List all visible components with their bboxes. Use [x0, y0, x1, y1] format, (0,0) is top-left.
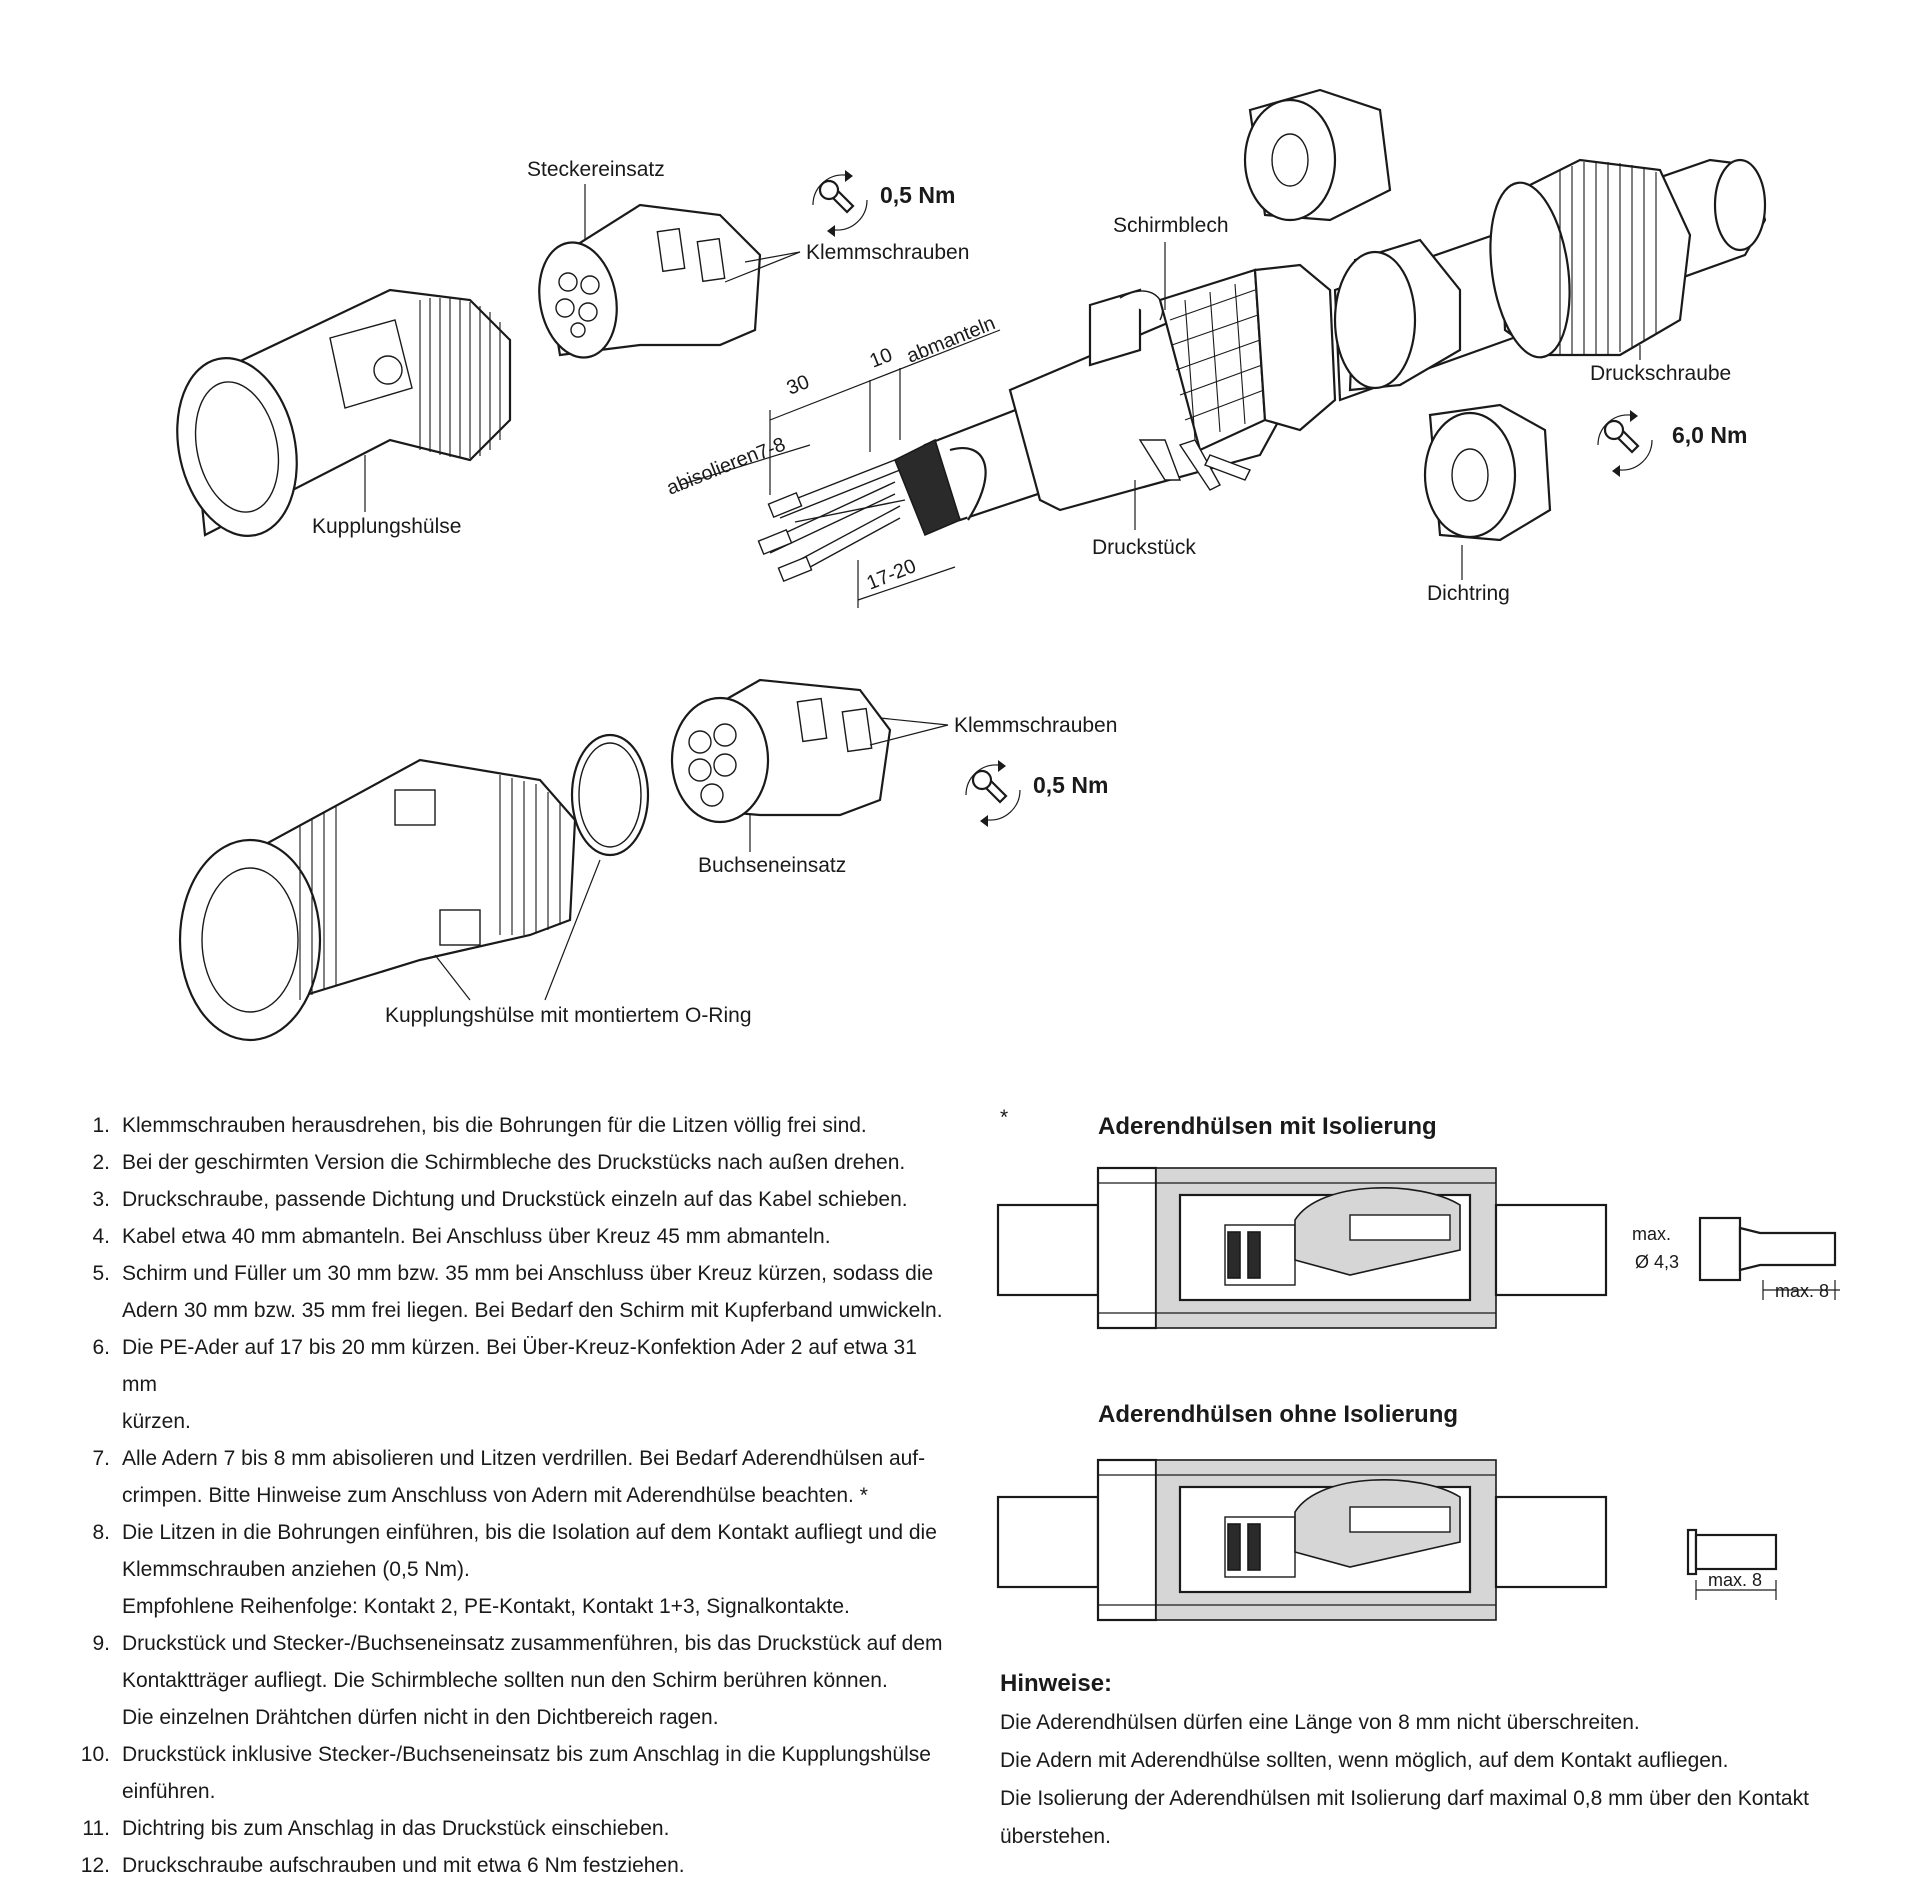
step-number: 12. [80, 1854, 110, 1877]
label-max: max. [1632, 1224, 1671, 1244]
title-aderendhuelsen-mit: Aderendhülsen mit Isolierung [1098, 1113, 1437, 1140]
step-text: Die PE-Ader auf 17 bis 20 mm kürzen. Bei… [122, 1336, 917, 1396]
cross-section-ohne-isolierung [996, 1458, 1608, 1622]
cross-section-mit-isolierung [996, 1166, 1608, 1330]
label-schirmblech: Schirmblech [1113, 214, 1229, 237]
step-number: 7. [92, 1447, 110, 1470]
step-text: Druckschraube, passende Dichtung und Dru… [122, 1188, 908, 1211]
label-max8-mit: max. 8 [1775, 1281, 1829, 1301]
ferrule-uninsulated-icon [1686, 1528, 1778, 1600]
ferrule-insulated-icon [1698, 1216, 1840, 1300]
instruction-step: 5. Schirm und Füller um 30 mm bzw. 35 mm … [70, 1255, 950, 1329]
step-text: Adern 30 mm bzw. 35 mm frei liegen. Bei … [122, 1299, 943, 1322]
label-klemmschrauben-bottom: Klemmschrauben [954, 714, 1117, 737]
wrench-torque-icon [1597, 410, 1653, 477]
label-max8-ohne: max. 8 [1708, 1570, 1762, 1590]
label-klemmschrauben-top: Klemmschrauben [806, 241, 969, 264]
step-number: 2. [92, 1151, 110, 1174]
sleeve-knurl [299, 775, 561, 1000]
plug-insert [538, 203, 762, 359]
instruction-step: 6. Die PE-Ader auf 17 bis 20 mm kürzen. B… [70, 1329, 950, 1440]
screw-knurl [1559, 162, 1657, 356]
step-number: 10. [80, 1743, 110, 1766]
instruction-step: 7. Alle Adern 7 bis 8 mm abisolieren und … [70, 1440, 950, 1514]
instruction-step: 8. Die Litzen in die Bohrungen einführen,… [70, 1514, 950, 1625]
torque-value-druckschraube: 6,0 Nm [1672, 422, 1747, 448]
step-number: 8. [92, 1521, 110, 1544]
step-text: Die Litzen in die Bohrungen einführen, b… [122, 1521, 937, 1544]
torque-value-top: 0,5 Nm [880, 182, 955, 208]
dim-abmanteln: abmanteln [904, 312, 999, 367]
instruction-step: 1. Klemmschrauben herausdrehen, bis die B… [70, 1107, 950, 1144]
pressure-screw [1489, 158, 1692, 359]
torque-value-bottom: 0,5 Nm [1033, 772, 1108, 798]
step-text: Druckschraube aufschrauben und mit etwa … [122, 1854, 685, 1877]
step-number: 5. [92, 1262, 110, 1285]
step-number: 3. [92, 1188, 110, 1211]
step-text: Die einzelnen Drähtchen dürfen nicht in … [122, 1706, 719, 1729]
notes-line: Die Isolierung der Aderendhülsen mit Iso… [1000, 1787, 1809, 1848]
title-aderendhuelsen-ohne: Aderendhülsen ohne Isolierung [1098, 1401, 1458, 1428]
step-text: Empfohlene Reihenfolge: Kontakt 2, PE-Ko… [122, 1595, 850, 1618]
seal-ring-bottom [1423, 403, 1552, 542]
footnote-star: * [1000, 1106, 1009, 1129]
step-text: Druckstück und Stecker-/Buchseneinsatz z… [122, 1632, 943, 1655]
cable-seal [1333, 238, 1462, 392]
step-text: Druckstück inklusive Stecker-/Buchsenein… [122, 1743, 931, 1803]
dim-30: 30 [784, 371, 813, 400]
o-ring [570, 733, 650, 857]
instruction-step: 4. Kabel etwa 40 mm abmanteln. Bei Anschl… [70, 1218, 950, 1255]
step-text: Dichtring bis zum Anschlag in das Drucks… [122, 1817, 670, 1840]
pressure-piece [1008, 263, 1337, 512]
sleeve-thread [419, 298, 501, 458]
dim-abisolieren: abisolieren [664, 443, 762, 500]
seal-ring-top [1243, 88, 1392, 222]
step-text: Klemmschrauben herausdrehen, bis die Boh… [122, 1114, 867, 1137]
instruction-step: 11. Dichtring bis zum Anschlag in das Dru… [70, 1810, 950, 1847]
label-diameter: Ø 4,3 [1635, 1252, 1679, 1272]
instruction-step: 2. Bei der geschirmten Version die Schirm… [70, 1144, 950, 1181]
shield-mesh [1169, 283, 1265, 441]
step-text: Kabel etwa 40 mm abmanteln. Bei Anschlus… [122, 1225, 831, 1248]
step-number: 4. [92, 1225, 110, 1248]
strip-dimensions [679, 329, 1001, 608]
label-buchseneinsatz: Buchseneinsatz [698, 854, 846, 877]
step-text: Schirm und Füller um 30 mm bzw. 35 mm be… [122, 1262, 934, 1285]
label-steckereinsatz: Steckereinsatz [527, 158, 665, 181]
notes-line: Die Adern mit Aderendhülse sollten, wenn… [1000, 1749, 1729, 1772]
socket-insert [670, 678, 892, 824]
instruction-step: 10. Druckstück inklusive Stecker-/Buchsen… [70, 1736, 950, 1810]
notes-title: Hinweise: [1000, 1670, 1113, 1697]
step-text: Klemmschrauben anziehen (0,5 Nm). [122, 1558, 470, 1581]
wrench-torque-icon [965, 760, 1021, 827]
step-number: 9. [92, 1632, 110, 1655]
step-text: Alle Adern 7 bis 8 mm abisolieren und Li… [122, 1447, 926, 1470]
coupling-sleeve [176, 288, 512, 537]
step-text: Bei der geschirmten Version die Schirmbl… [122, 1151, 906, 1174]
label-druckschraube: Druckschraube [1590, 362, 1731, 385]
step-text: Kontaktträger aufliegt. Die Schirmbleche… [122, 1669, 888, 1692]
step-number: 6. [92, 1336, 110, 1359]
instruction-step: 9. Druckstück und Stecker-/Buchseneinsatz… [70, 1625, 950, 1736]
step-number: 1. [92, 1114, 110, 1137]
step-text: crimpen. Bitte Hinweise zum Anschluss vo… [122, 1484, 868, 1507]
instruction-step: 12. Druckschraube aufschrauben und mit et… [70, 1847, 950, 1884]
step-text: kürzen. [122, 1410, 191, 1433]
notes-line: Die Aderendhülsen dürfen eine Länge von … [1000, 1711, 1640, 1734]
instruction-list: 1. Klemmschrauben herausdrehen, bis die B… [70, 1107, 950, 1884]
label-kupplungshuelse-oring: Kupplungshülse mit montiertem O-Ring [385, 1004, 752, 1027]
label-dichtring: Dichtring [1427, 582, 1510, 605]
notes: Hinweise: Die Aderendhülsen dürfen eine … [1000, 1670, 1900, 1856]
instruction-step: 3. Druckschraube, passende Dichtung und D… [70, 1181, 950, 1218]
label-kupplungshuelse: Kupplungshülse [312, 515, 461, 538]
wrench-torque-icon [812, 170, 868, 237]
dim-10: 10 [867, 344, 896, 373]
coupling-sleeve-with-oring [178, 758, 577, 1042]
label-druckstueck: Druckstück [1092, 536, 1196, 559]
step-number: 11. [82, 1817, 110, 1840]
